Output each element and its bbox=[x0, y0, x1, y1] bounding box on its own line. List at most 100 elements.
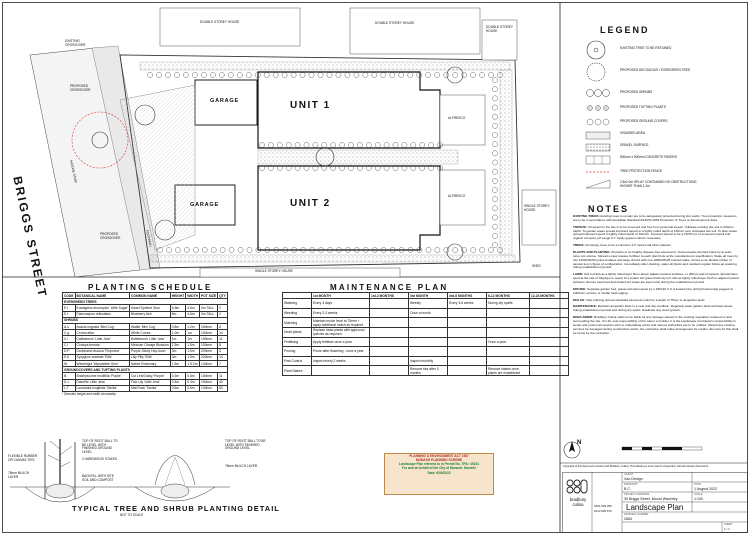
shrub-symbol bbox=[383, 142, 390, 148]
shrub-symbol bbox=[227, 72, 234, 78]
date-value: 1 August 2022 bbox=[694, 487, 717, 491]
shrub-symbol bbox=[317, 72, 324, 78]
shrub-symbol bbox=[294, 165, 301, 171]
maintenance-cell bbox=[408, 326, 448, 338]
detail-label-stakes: 2 HARDWOOD STAKES bbox=[82, 457, 118, 461]
shrub-symbol bbox=[336, 247, 342, 253]
shrub-symbol bbox=[183, 72, 189, 78]
shrub-symbol bbox=[383, 165, 390, 171]
shrub-symbol bbox=[437, 142, 443, 148]
shrub-symbol bbox=[586, 89, 610, 97]
note-heading: LAWN: bbox=[573, 272, 584, 277]
shrub-symbol bbox=[380, 72, 387, 78]
maintenance-cell bbox=[369, 336, 409, 348]
shrub-symbol bbox=[492, 104, 498, 111]
bradbury-culina-logo bbox=[566, 479, 588, 494]
shrub-symbol bbox=[365, 142, 372, 148]
maintenance-cell: Fertilising bbox=[282, 336, 312, 348]
shrub-symbol bbox=[416, 72, 423, 78]
shrub-symbol bbox=[218, 72, 225, 78]
shrub-symbol bbox=[461, 247, 468, 253]
detail-title: TYPICAL TREE AND SHRUB PLANTING DETAIL bbox=[72, 504, 280, 513]
detail-label-backfill: BACKFILL WITH SITE SOIL AND COMPOST bbox=[82, 474, 114, 482]
note-text: Soil in finish as a lightly rolled layer… bbox=[573, 272, 739, 285]
legend-title: LEGEND bbox=[600, 25, 650, 35]
shrub-symbol bbox=[470, 247, 476, 253]
shrub-symbol bbox=[443, 72, 449, 78]
maintenance-cell: Prune after flowering - once a year bbox=[311, 346, 370, 357]
shrub-symbol bbox=[344, 72, 351, 78]
gravel-symbol bbox=[585, 143, 611, 152]
shrub-symbol bbox=[492, 159, 498, 166]
legend-label-proposed-tree: PROPOSED DECIDUOUS / EVERGREEN TREE bbox=[620, 68, 691, 72]
shrub-symbol bbox=[492, 150, 498, 157]
maintenance-cell bbox=[529, 317, 569, 328]
maintenance-cell: Dead plants bbox=[282, 326, 312, 338]
detail-subtitle: NOT TO SCALE bbox=[120, 513, 144, 517]
schedule-cell: 0.6m bbox=[185, 384, 201, 393]
splay-symbol bbox=[585, 179, 611, 189]
shrub-symbol bbox=[321, 142, 328, 148]
maintenance-cell bbox=[311, 365, 370, 376]
maintenance-cell: Plant Stakes bbox=[282, 365, 312, 376]
maintenance-cell: Replace dead plants with approved specie… bbox=[311, 326, 370, 338]
neighbour-house-north-2 bbox=[349, 7, 481, 55]
address-value: 30 Briggs Street, Mount Waverley bbox=[624, 497, 678, 501]
shrub-symbol bbox=[398, 72, 405, 78]
maintenance-cell bbox=[529, 307, 569, 319]
neighbour-house-se bbox=[521, 189, 557, 246]
shrub-symbol bbox=[357, 165, 363, 171]
scale-label: SCALE bbox=[694, 493, 703, 496]
unit1-building bbox=[257, 71, 441, 149]
shrub-symbol bbox=[228, 247, 235, 253]
maintenance-cell: Once a year bbox=[486, 336, 530, 348]
stamp-line-3: Landscape Plan referred to in Permit No.… bbox=[398, 462, 480, 467]
planting-schedule-title: PLANTING SCHEDULE bbox=[88, 283, 213, 292]
neighbour-label-6: SHED bbox=[532, 264, 541, 268]
note-paragraph: TREES: All canopy trees to be a minimum … bbox=[573, 243, 739, 248]
concrete-paver-symbol bbox=[585, 155, 611, 165]
note-paragraph: EDGING: Separate garden bed, gravel and … bbox=[573, 287, 739, 296]
maintenance-cell: Pest Control bbox=[282, 355, 312, 367]
note-paragraph: LAWN: Soil in finish as a lightly rolled… bbox=[573, 272, 739, 285]
planning-approval-stamp: PLANNING & ENVIRONMENT ACT 1987 MONASH P… bbox=[384, 453, 494, 495]
shrub-symbol bbox=[407, 247, 414, 253]
shrub-symbol bbox=[291, 247, 298, 253]
maintenance-cell bbox=[447, 307, 487, 319]
drawn-value: B.C. bbox=[624, 487, 631, 491]
shrub-symbol bbox=[312, 165, 319, 171]
shrub-symbol bbox=[326, 72, 333, 78]
maintenance-cell bbox=[529, 355, 569, 367]
schedule-cell: Lomandra longifolia 'Tanika' bbox=[74, 384, 131, 393]
maintenance-cell bbox=[447, 317, 487, 328]
proposed-tree-1 bbox=[134, 104, 156, 126]
shrub-symbol bbox=[371, 72, 378, 78]
shrub-symbol bbox=[309, 247, 315, 253]
garage-label-1: GARAGE bbox=[210, 98, 239, 104]
shrub-symbol bbox=[479, 247, 485, 253]
maintenance-cell bbox=[486, 346, 530, 357]
notes-body: EXISTING TREES: Existing trees to remain… bbox=[573, 215, 739, 470]
grassed-area-symbol bbox=[585, 131, 611, 140]
date-label: DATE bbox=[694, 483, 701, 486]
maintenance-cell: Every 2-3 weeks bbox=[311, 307, 370, 319]
maintenance-cell bbox=[369, 298, 409, 309]
shrub-symbol bbox=[246, 247, 253, 253]
drawn-label: DRAWN BY bbox=[624, 483, 638, 486]
maintenance-cell bbox=[529, 365, 569, 376]
shrub-symbol bbox=[492, 141, 498, 147]
note-heading: PLANTS AND PLANTING: bbox=[573, 250, 611, 255]
maintenance-cell: Watering bbox=[282, 298, 312, 309]
detail-label-mulch-2: 75mm MULCH LAYER bbox=[225, 464, 258, 468]
proposed-tree-3 bbox=[446, 66, 464, 84]
shrub-symbol bbox=[492, 123, 498, 129]
firm-name: bradbury culina bbox=[569, 497, 587, 507]
phone-2: 0413 945 570 bbox=[594, 509, 612, 513]
tufting-plant-symbol bbox=[587, 105, 609, 111]
shrub-symbol bbox=[492, 196, 498, 202]
